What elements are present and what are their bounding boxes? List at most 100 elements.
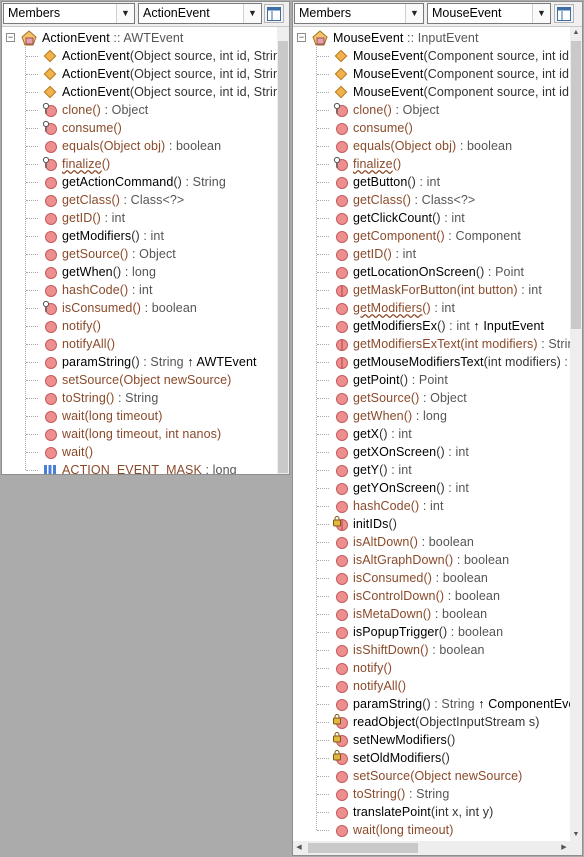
member-item[interactable]: getX() : int (293, 425, 570, 443)
member-item[interactable]: getID() : int (293, 245, 570, 263)
layout-toggle-button[interactable] (264, 4, 284, 23)
member-item[interactable]: isShiftDown() : boolean (293, 641, 570, 659)
member-params: () (388, 517, 397, 531)
scroll-left-icon[interactable]: ◀ (296, 844, 302, 851)
member-item[interactable]: getWhen() : long (293, 407, 570, 425)
scroll-up-icon[interactable]: ▲ (572, 29, 580, 36)
member-item[interactable]: isConsumed() : boolean (293, 569, 570, 587)
member-item[interactable]: wait(long timeout, int nanos) (2, 425, 277, 443)
member-item[interactable]: initIDs() (293, 515, 570, 533)
member-item[interactable]: getXOnScreen() : int (293, 443, 570, 461)
scroll-thumb[interactable] (278, 41, 288, 473)
layout-toggle-button[interactable] (554, 4, 574, 23)
member-item[interactable]: clone() : Object (2, 101, 277, 119)
member-item[interactable]: setOldModifiers() (293, 749, 570, 767)
member-item[interactable]: finalize() (2, 155, 277, 173)
member-item[interactable]: toString() : String (293, 785, 570, 803)
member-item[interactable]: MouseEvent(Component source, int id, lon… (293, 47, 570, 65)
vertical-scrollbar[interactable] (277, 27, 289, 474)
class-select-combo[interactable]: MouseEvent ▼ (427, 3, 551, 24)
member-item[interactable]: hashCode() : int (293, 497, 570, 515)
member-label: hashCode() : int (353, 497, 444, 515)
member-item[interactable]: getComponent() : Component (293, 227, 570, 245)
member-item[interactable]: setSource(Object newSource) (293, 767, 570, 785)
member-item[interactable]: clone() : Object (293, 101, 570, 119)
member-item[interactable]: paramString() : String ↑ AWTEvent (2, 353, 277, 371)
collapse-icon[interactable]: − (297, 32, 306, 42)
members-filter-combo[interactable]: Members ▼ (3, 3, 135, 24)
member-item[interactable]: ActionEvent(Object source, int id, Strin… (2, 47, 277, 65)
member-item[interactable]: equals(Object obj) : boolean (2, 137, 277, 155)
member-item[interactable]: getMaskForButton(int button) : int (293, 281, 570, 299)
member-item[interactable]: notifyAll() (293, 677, 570, 695)
member-item[interactable]: ActionEvent(Object source, int id, Strin… (2, 65, 277, 83)
member-item[interactable]: getModifiers() : int (293, 299, 570, 317)
scroll-right-icon[interactable]: ▶ (561, 844, 567, 851)
member-item[interactable]: setNewModifiers() (293, 731, 570, 749)
member-item[interactable]: translatePoint(int x, int y) (293, 803, 570, 821)
member-item[interactable]: notifyAll() (2, 335, 277, 353)
member-item[interactable]: getClass() : Class<?> (2, 191, 277, 209)
member-item[interactable]: getActionCommand() : String (2, 173, 277, 191)
member-item[interactable]: wait(long timeout) (2, 407, 277, 425)
chevron-down-icon[interactable]: ▼ (116, 4, 134, 23)
member-item[interactable]: getLocationOnScreen() : Point (293, 263, 570, 281)
class-node[interactable]: −ActionEvent :: AWTEvent (2, 29, 277, 47)
member-item[interactable]: hashCode() : int (2, 281, 277, 299)
member-item[interactable]: getSource() : Object (293, 389, 570, 407)
class-select-combo[interactable]: ActionEvent ▼ (138, 3, 262, 24)
member-params: () (173, 175, 182, 189)
member-item[interactable]: equals(Object obj) : boolean (293, 137, 570, 155)
member-item[interactable]: getClass() : Class<?> (293, 191, 570, 209)
member-item[interactable]: getY() : int (293, 461, 570, 479)
member-item[interactable]: isMetaDown() : boolean (293, 605, 570, 623)
member-item[interactable]: notify() (293, 659, 570, 677)
horizontal-scrollbar[interactable]: ◀ ▶ (293, 841, 570, 855)
member-item[interactable]: setSource(Object newSource) (2, 371, 277, 389)
member-item[interactable]: toString() : String (2, 389, 277, 407)
member-item[interactable]: getID() : int (2, 209, 277, 227)
member-item[interactable]: wait() (2, 443, 277, 461)
member-item[interactable]: MouseEvent(Component source, int id, lon… (293, 83, 570, 101)
member-item[interactable]: getClickCount() : int (293, 209, 570, 227)
member-item[interactable]: ActionEvent(Object source, int id, Strin… (2, 83, 277, 101)
member-item[interactable]: finalize() (293, 155, 570, 173)
member-item[interactable]: notify() (2, 317, 277, 335)
chevron-down-icon[interactable]: ▼ (243, 4, 261, 23)
member-item[interactable]: paramString() : String ↑ ComponentEvent (293, 695, 570, 713)
member-item[interactable]: getWhen() : long (2, 263, 277, 281)
member-label: isPopupTrigger() : boolean (353, 623, 503, 641)
member-item[interactable]: getModifiersExText(int modifiers) : Stri… (293, 335, 570, 353)
member-item[interactable]: getModifiers() : int (2, 227, 277, 245)
member-item[interactable]: getYOnScreen() : int (293, 479, 570, 497)
class-node[interactable]: −MouseEvent :: InputEvent (293, 29, 570, 47)
member-item[interactable]: getPoint() : Point (293, 371, 570, 389)
member-item[interactable]: ACTION_EVENT_MASK : long (2, 461, 277, 474)
member-item[interactable]: getMouseModifiersText(int modifiers) : S… (293, 353, 570, 371)
members-filter-combo[interactable]: Members ▼ (294, 3, 424, 24)
member-item[interactable]: consume() (293, 119, 570, 137)
member-item[interactable]: consume() (2, 119, 277, 137)
member-item[interactable]: isPopupTrigger() : boolean (293, 623, 570, 641)
chevron-down-icon[interactable]: ▼ (405, 4, 423, 23)
chevron-down-icon[interactable]: ▼ (532, 4, 550, 23)
member-item[interactable]: getModifiersEx() : int ↑ InputEvent (293, 317, 570, 335)
scroll-thumb[interactable] (571, 41, 581, 329)
scroll-thumb[interactable] (308, 843, 418, 853)
member-name: readObject (353, 715, 416, 729)
member-item[interactable]: isConsumed() : boolean (2, 299, 277, 317)
member-item[interactable]: isControlDown() : boolean (293, 587, 570, 605)
member-item[interactable]: MouseEvent(Component source, int id, lon… (293, 65, 570, 83)
member-item[interactable]: isAltGraphDown() : boolean (293, 551, 570, 569)
scroll-down-icon[interactable]: ▼ (572, 831, 580, 838)
collapse-icon[interactable]: − (6, 32, 15, 42)
method-icon (333, 822, 349, 838)
member-item[interactable]: wait(long timeout) (293, 821, 570, 839)
member-item[interactable]: getSource() : Object (2, 245, 277, 263)
member-item[interactable]: isAltDown() : boolean (293, 533, 570, 551)
vertical-scrollbar[interactable]: ▲ ▼ (570, 27, 582, 841)
member-item[interactable]: getButton() : int (293, 173, 570, 191)
member-item[interactable]: readObject(ObjectInputStream s) (293, 713, 570, 731)
